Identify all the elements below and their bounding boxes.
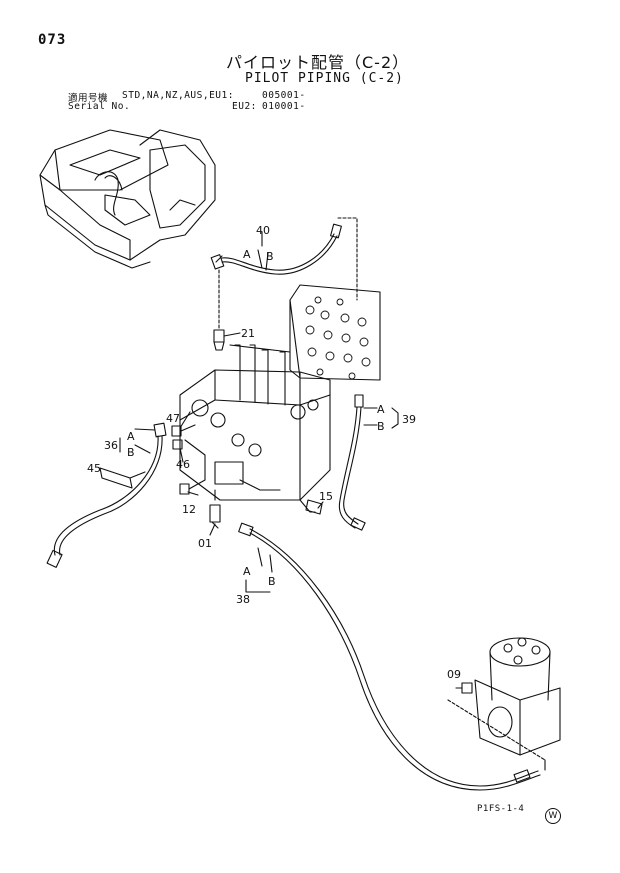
fitting-21 bbox=[213, 329, 241, 351]
callout-39-b: B bbox=[377, 420, 385, 433]
hose-40 bbox=[210, 223, 342, 275]
callout-40-a: A bbox=[243, 248, 251, 261]
footer-code: P1FS-1-4 bbox=[477, 804, 525, 814]
corner-mark-w: W bbox=[545, 808, 561, 824]
hose-38 bbox=[238, 522, 546, 791]
callout-47: 47 bbox=[166, 412, 180, 425]
applicable-label-jp: 適用号機 bbox=[68, 93, 109, 104]
callout-38: 38 bbox=[236, 593, 250, 606]
fitting-46 bbox=[172, 439, 183, 450]
callout-12: 12 bbox=[182, 503, 196, 516]
callout-38-a: A bbox=[243, 565, 251, 578]
serial-range-1: 005001- bbox=[262, 90, 306, 101]
hose-36 bbox=[46, 422, 167, 568]
applicable-models: STD,NA,NZ,AUS,EU1: bbox=[122, 90, 234, 101]
callout-15: 15 bbox=[319, 490, 333, 503]
page-number: 073 bbox=[38, 32, 67, 48]
callout-39: 39 bbox=[402, 413, 416, 426]
callout-09: 09 bbox=[447, 668, 461, 681]
callout-01: 01 bbox=[198, 537, 212, 550]
title-japanese: パイロット配管（C-2） bbox=[226, 53, 410, 72]
fitting-01 bbox=[209, 489, 221, 529]
swing-motor bbox=[447, 637, 561, 761]
fitting-12 bbox=[179, 479, 206, 495]
fitting-47 bbox=[171, 424, 196, 437]
callout-40: 40 bbox=[256, 224, 270, 237]
fitting-15 bbox=[305, 499, 323, 515]
pilot-valve-block bbox=[289, 284, 381, 381]
title-english: PILOT PIPING (C-2) bbox=[245, 71, 404, 86]
callout-21: 21 bbox=[241, 327, 255, 340]
hose-39 bbox=[338, 394, 399, 531]
excavator-overview-illustration bbox=[39, 129, 216, 269]
callout-36: 36 bbox=[104, 439, 118, 452]
callout-36-a: A bbox=[127, 430, 135, 443]
fitting-45 bbox=[99, 467, 146, 489]
serial-no-label: Serial No. bbox=[68, 101, 131, 112]
callout-39-a: A bbox=[377, 403, 385, 416]
serial-range-2: 010001- bbox=[262, 101, 306, 112]
eu2-label: EU2: bbox=[232, 101, 257, 112]
callout-45: 45 bbox=[87, 462, 101, 475]
callout-40-b: B bbox=[266, 250, 274, 263]
control-valve bbox=[179, 344, 331, 513]
callout-36-b: B bbox=[127, 446, 135, 459]
callout-38-b: B bbox=[268, 575, 276, 588]
